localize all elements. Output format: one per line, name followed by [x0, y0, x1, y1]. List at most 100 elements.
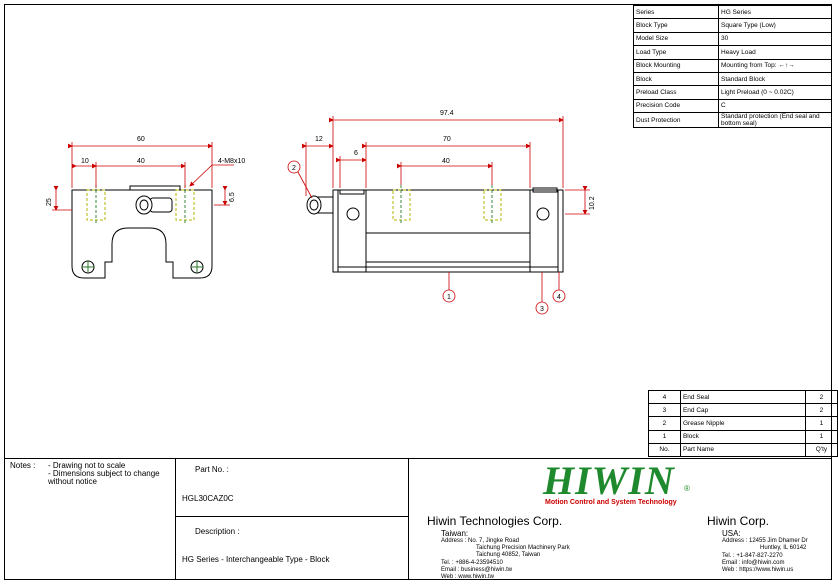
- parts-cell-name: Block: [679, 429, 806, 444]
- spec-key: Load Type: [633, 45, 719, 60]
- spec-value: C: [718, 98, 832, 114]
- side-view: [332, 187, 564, 273]
- us-address-1: Address : 12455 Jim Dhamer Dr: [722, 538, 808, 544]
- spec-key: Preload Class: [633, 85, 719, 100]
- dim-12: 12: [315, 136, 323, 143]
- balloon-4: 4: [557, 294, 561, 301]
- front-hidden-holes: [86, 185, 195, 225]
- parts-cell-name: End Cap: [679, 403, 806, 418]
- parts-cell-name: Grease Nipple: [679, 416, 806, 431]
- us-web: Web : https://www.hiwin.us: [722, 567, 794, 573]
- registered-mark: ®: [684, 484, 690, 493]
- parts-cell-qty: 2: [804, 403, 838, 418]
- drawing-sheet: [4, 4, 832, 580]
- dim-6: 6: [354, 150, 358, 157]
- side-dimensions: [302, 116, 590, 215]
- balloon-2: 2: [292, 165, 296, 172]
- brand-tagline: Motion Control and System Technology: [545, 499, 677, 506]
- spec-value: HG Series: [718, 4, 832, 20]
- dim-70: 70: [443, 136, 451, 143]
- parts-cell-no: No.: [648, 442, 681, 457]
- tw-company: Hiwin Technologies Corp.: [427, 514, 563, 528]
- us-address-2: Huntley, IL 60142: [760, 545, 807, 551]
- spec-key: Precision Code: [633, 98, 719, 114]
- parts-cell-qty: 1: [804, 416, 838, 431]
- parts-cell-no: 2: [648, 416, 681, 431]
- dim-25: 25: [46, 198, 53, 206]
- spec-key: Block Type: [633, 18, 719, 33]
- parts-cell-no: 4: [648, 389, 681, 405]
- dim-thread: 4-M8x10: [218, 158, 245, 165]
- tw-address-3: Taichung 40852, Taiwan: [476, 552, 541, 558]
- us-company: Hiwin Corp.: [707, 514, 770, 528]
- dim-10: 10: [81, 158, 89, 165]
- parts-cell-name: Part Name: [679, 442, 806, 457]
- spec-value: Mounting from Top: ←↑→: [718, 58, 832, 73]
- side-grease-nipple: [306, 195, 334, 215]
- tw-email: Email : business@hiwin.tw: [441, 567, 513, 573]
- us-country: USA:: [722, 529, 741, 538]
- tw-country: Taiwan:: [441, 529, 469, 538]
- dim-10-2: 10.2: [589, 196, 596, 210]
- spec-key: Dust Protection: [633, 112, 719, 129]
- spec-key: Block Mounting: [633, 58, 719, 73]
- parts-cell-qty: Q'ty: [804, 442, 838, 457]
- hiwin-logo: HIWIN: [543, 458, 675, 503]
- tw-address-1: Address : No. 7, Jingke Road: [441, 538, 520, 544]
- note-3: without notice: [48, 477, 97, 486]
- title-block-frame: [4, 458, 832, 580]
- dim-40-side: 40: [442, 158, 450, 165]
- spec-value: 30: [718, 31, 832, 47]
- dim-6-5: 6.5: [229, 192, 236, 202]
- parts-cell-qty: 1: [804, 429, 838, 444]
- part-divider: [175, 516, 409, 517]
- part-box: [175, 458, 409, 580]
- dim-97-4: 97.4: [440, 110, 454, 117]
- spec-value: Light Preload (0 ~ 0.02C): [718, 85, 832, 100]
- front-bolts: [81, 260, 204, 274]
- note-1: - Drawing not to scale: [48, 461, 126, 470]
- description-value: HG Series - Interchangeable Type - Block: [182, 555, 330, 564]
- notes-box: [4, 458, 176, 580]
- parts-cell-name: End Seal: [679, 389, 806, 405]
- spec-key: Series: [633, 4, 719, 20]
- us-email: Email : info@hiwin.com: [722, 560, 785, 566]
- parts-cell-no: 3: [648, 403, 681, 418]
- balloons: [287, 160, 566, 315]
- description-label: Description :: [195, 527, 240, 536]
- parts-cell-qty: 2: [804, 389, 838, 405]
- balloon-3: 3: [540, 306, 544, 313]
- part-no-value: HGL30CAZ0C: [182, 494, 234, 503]
- side-hidden-holes: [392, 185, 502, 225]
- spec-value: Heavy Load: [718, 45, 832, 60]
- part-no-label: Part No. :: [195, 465, 229, 474]
- tw-tel: Tel. : +886-4-23594510: [441, 560, 503, 566]
- notes-label: Notes :: [10, 461, 36, 470]
- tw-address-2: Taichung Precision Machinery Park: [476, 545, 570, 551]
- dim-60: 60: [137, 136, 145, 143]
- note-2: - Dimensions subject to change: [48, 469, 160, 478]
- balloon-1: 1: [447, 294, 451, 301]
- spec-value: Standard protection (End seal and bottom…: [718, 112, 832, 129]
- spec-key: Block: [633, 71, 719, 87]
- dim-40-front: 40: [137, 158, 145, 165]
- spec-value: Square Type (Low): [718, 18, 832, 33]
- spec-value: Standard Block: [718, 71, 832, 87]
